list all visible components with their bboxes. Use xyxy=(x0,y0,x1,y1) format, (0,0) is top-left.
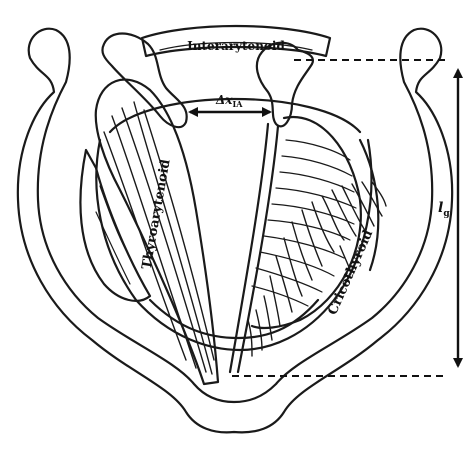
cricothyroid-label: Cricothyroid xyxy=(325,228,376,317)
delta-x-symbol: Δx xyxy=(215,93,233,107)
measurement-guides xyxy=(232,59,448,377)
length-label: lg xyxy=(438,200,450,219)
right-vocal-ligament xyxy=(228,122,280,374)
thyroid-cartilage xyxy=(16,27,454,434)
delta-x-subscript: IA xyxy=(232,99,243,109)
left-arytenoid xyxy=(101,32,188,129)
delta-x-label: ΔxIA xyxy=(215,93,243,109)
right-arytenoid xyxy=(255,41,314,128)
interarytenoid-label: Interarytenoid xyxy=(187,39,285,53)
length-symbol: l xyxy=(438,200,443,216)
cricothyroid-muscle xyxy=(247,181,387,357)
length-subscript: g xyxy=(443,209,450,219)
left-ventricular-fold xyxy=(79,148,152,302)
right-ventricular-fold xyxy=(358,138,380,272)
